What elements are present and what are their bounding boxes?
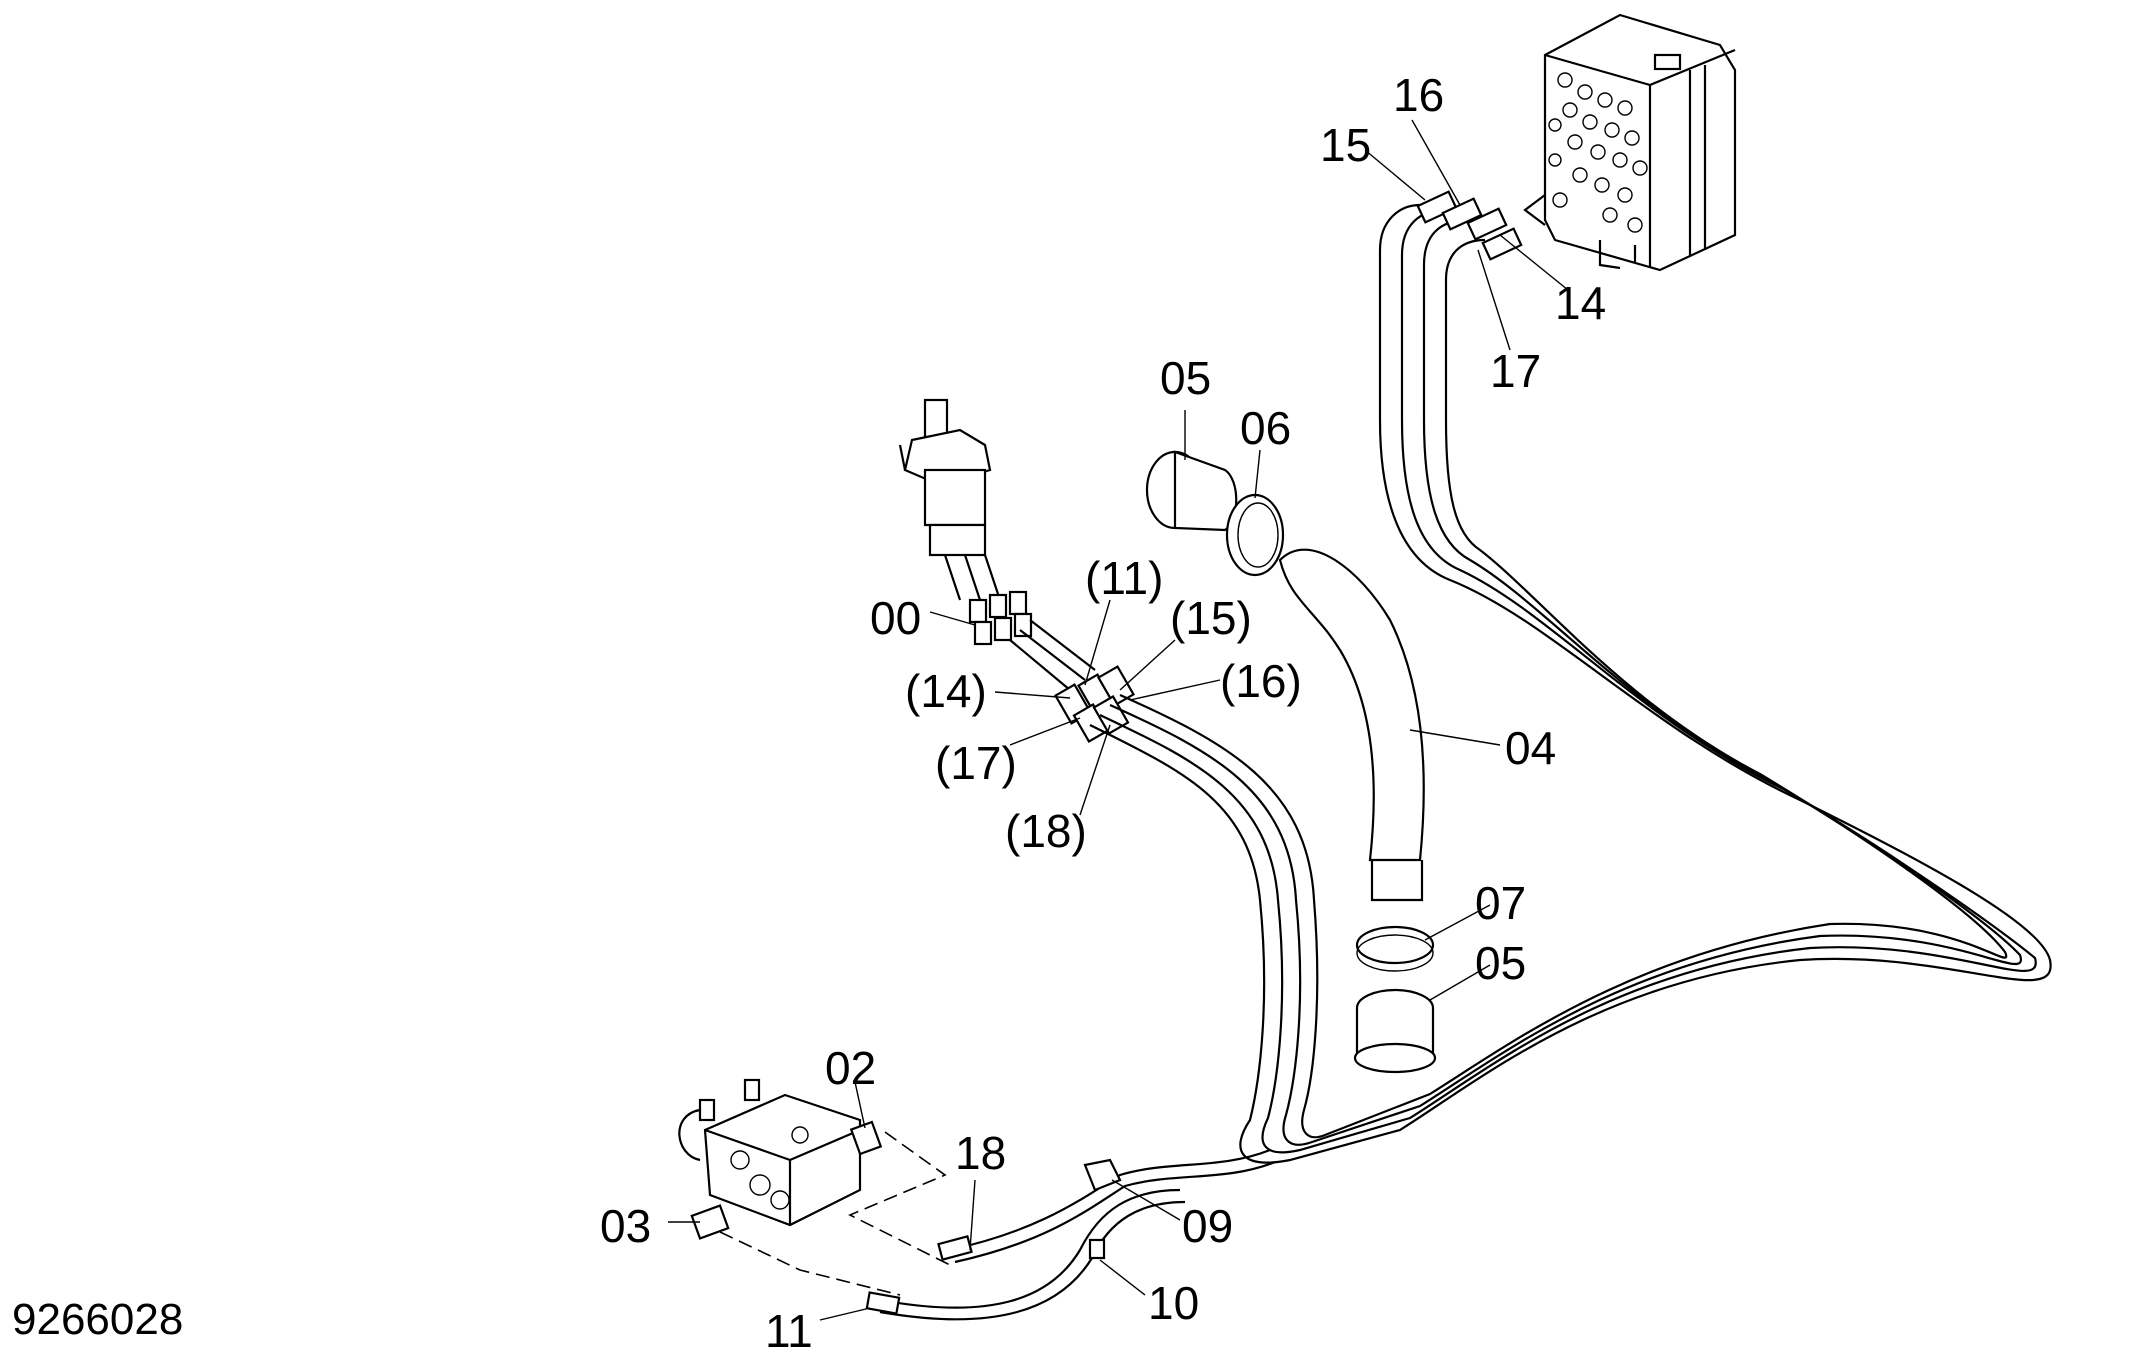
label-06: 06 xyxy=(1240,402,1292,454)
label-14-ref: (14) xyxy=(905,665,987,717)
label-14: 14 xyxy=(1555,277,1607,329)
dashed-connection-lines xyxy=(719,1131,951,1296)
clamp-07 xyxy=(1355,925,1435,972)
pilot-valve xyxy=(898,398,1002,601)
label-15: 15 xyxy=(1320,119,1372,171)
label-03: 03 xyxy=(600,1200,652,1252)
label-04: 04 xyxy=(1505,722,1557,774)
label-09: 09 xyxy=(1182,1200,1234,1252)
suction-hose xyxy=(1278,548,1425,902)
label-07: 07 xyxy=(1475,877,1527,929)
label-18-ref: (18) xyxy=(1005,805,1087,857)
ring-06 xyxy=(1225,493,1285,577)
fitting-03 xyxy=(690,1204,730,1240)
label-11-ref: (11) xyxy=(1085,552,1164,604)
label-17-ref: (17) xyxy=(935,737,1017,789)
label-16: 16 xyxy=(1393,69,1445,121)
label-16-ref: (16) xyxy=(1220,655,1302,707)
control-valve-block xyxy=(1523,13,1737,272)
label-11: 11 xyxy=(765,1305,813,1357)
hose-end-fittings xyxy=(1053,665,1136,743)
label-15-ref: (15) xyxy=(1170,592,1252,644)
label-10: 10 xyxy=(1148,1277,1200,1329)
fitting-cluster xyxy=(968,590,1096,691)
fitting-02 xyxy=(849,1120,883,1156)
leader-lines xyxy=(668,119,1569,1321)
label-18: 18 xyxy=(955,1127,1007,1179)
flange-bottom xyxy=(1353,988,1437,1074)
figure-id: 9266028 xyxy=(12,1295,184,1344)
label-00: 00 xyxy=(870,592,922,644)
label-05-bottom: 05 xyxy=(1475,937,1527,989)
solenoid-block xyxy=(678,1078,862,1227)
hose-bundle xyxy=(1089,190,2052,1164)
flange-top xyxy=(1145,450,1238,532)
label-17: 17 xyxy=(1490,345,1542,397)
label-05-top: 05 xyxy=(1160,352,1212,404)
label-02: 02 xyxy=(825,1042,877,1094)
small-hoses xyxy=(865,1148,1276,1321)
